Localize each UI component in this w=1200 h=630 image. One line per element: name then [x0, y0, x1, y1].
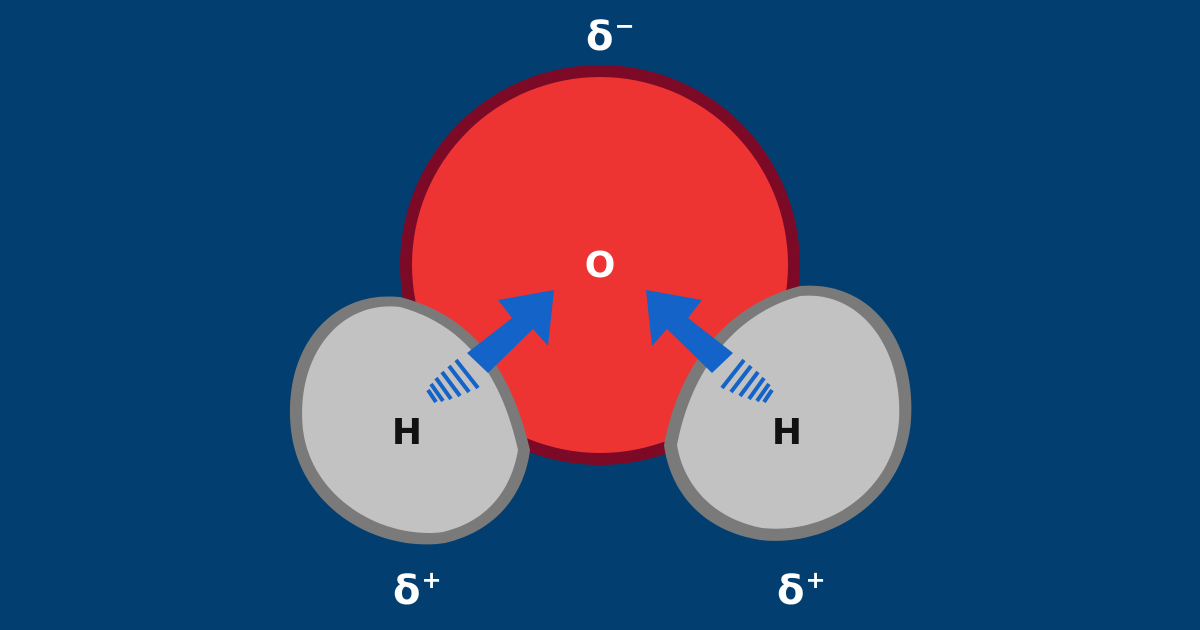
charge-symbol: δ: [586, 14, 614, 60]
arrow-tail-stripes-left: [426, 358, 480, 404]
arrow-stripe: [729, 364, 753, 394]
arrow-stripe: [440, 370, 462, 398]
electron-pull-arrow-icon: [467, 290, 554, 373]
electron-pull-arrow-left: [426, 290, 554, 404]
charge-symbol: δ: [777, 568, 805, 614]
arrow-stripe: [426, 388, 438, 404]
arrow-stripe: [762, 388, 774, 404]
hydrogen-atom-right-body: [677, 295, 900, 529]
hydrogen-atom-left: [289, 296, 530, 545]
arrow-tail-stripes-right: [720, 358, 774, 404]
hydrogen-right-label: H: [771, 412, 803, 453]
arrow-stripe: [447, 364, 471, 394]
oxygen-atom-body: [412, 77, 788, 453]
hydrogen-left-label: H: [391, 412, 423, 453]
arrow-stripe: [434, 376, 453, 401]
arrow-stripe: [738, 370, 760, 398]
charge-sign: +: [421, 566, 442, 594]
charge-sign: −: [614, 12, 635, 40]
arrow-stripe: [747, 376, 766, 401]
arrow-stripe: [720, 358, 746, 390]
arrow-stripe: [755, 382, 771, 403]
oxygen-partial-charge: δ−: [586, 14, 635, 57]
hydrogen-right-partial-charge: δ+: [777, 568, 826, 611]
hydrogen-left-partial-charge: δ+: [393, 568, 442, 611]
arrow-stripe: [429, 382, 445, 403]
hydrogen-atom-left-body: [302, 306, 518, 534]
charge-sign: +: [805, 566, 826, 594]
electron-pull-arrow-right: [646, 290, 774, 404]
charge-symbol: δ: [393, 568, 421, 614]
electron-pull-arrow-icon: [646, 290, 733, 373]
arrow-stripe: [454, 358, 480, 390]
oxygen-label: O: [584, 245, 616, 286]
